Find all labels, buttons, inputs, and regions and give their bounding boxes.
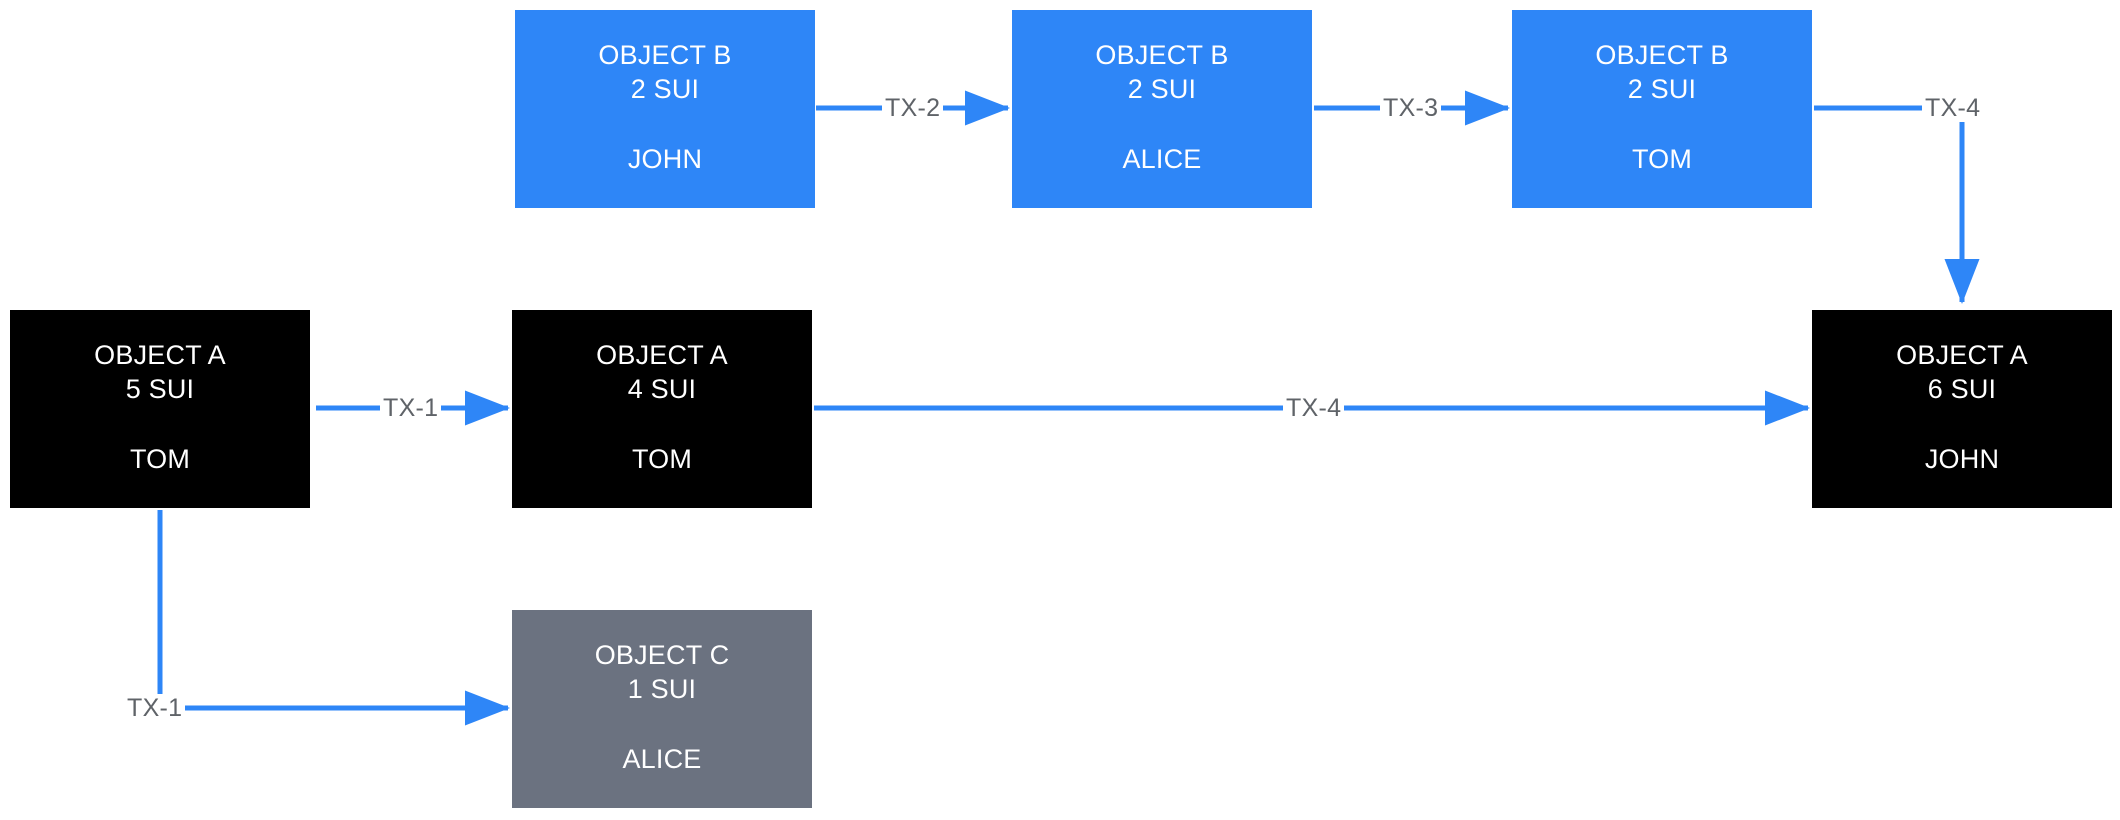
node-amount-label: 2 SUI <box>1627 74 1697 104</box>
node-amount-label: 1 SUI <box>627 674 697 704</box>
node-object-label: OBJECT B <box>598 40 732 70</box>
node-owner-label: JOHN <box>627 144 703 174</box>
node-amount-label: 5 SUI <box>125 374 195 404</box>
edge-label-tx1-down: TX-1 <box>124 694 186 722</box>
node-owner-label: JOHN <box>1924 444 2000 474</box>
node-amount-label: 2 SUI <box>630 74 700 104</box>
node-owner-label: TOM <box>129 444 191 474</box>
edge-label-tx4-middle: TX-4 <box>1283 394 1345 422</box>
node-owner-label: ALICE <box>622 744 702 774</box>
node-object-label: OBJECT A <box>1896 340 2028 370</box>
node-owner-label: TOM <box>1631 144 1693 174</box>
edge-label-tx2: TX-2 <box>882 94 944 122</box>
node-owner-label: TOM <box>631 444 693 474</box>
node-object-label: OBJECT A <box>596 340 728 370</box>
node-object-a-4sui-tom[interactable]: OBJECT A 4 SUI TOM <box>512 310 812 508</box>
node-amount-label: 2 SUI <box>1127 74 1197 104</box>
node-owner-label: ALICE <box>1122 144 1202 174</box>
edge-tx4-top <box>1814 105 1980 304</box>
node-object-a-5sui-tom[interactable]: OBJECT A 5 SUI TOM <box>10 310 310 508</box>
node-object-b-alice[interactable]: OBJECT B 2 SUI ALICE <box>1012 10 1312 208</box>
node-object-label: OBJECT B <box>1595 40 1729 70</box>
node-object-b-john[interactable]: OBJECT B 2 SUI JOHN <box>515 10 815 208</box>
node-object-label: OBJECT A <box>94 340 226 370</box>
edge-label-tx1-middle: TX-1 <box>380 394 442 422</box>
edge-tx1-down <box>157 510 510 726</box>
node-object-c-alice[interactable]: OBJECT C 1 SUI ALICE <box>512 610 812 808</box>
node-object-label: OBJECT C <box>594 640 730 670</box>
node-object-a-6sui-john[interactable]: OBJECT A 6 SUI JOHN <box>1812 310 2112 508</box>
edge-label-tx3: TX-3 <box>1380 94 1442 122</box>
node-object-b-tom[interactable]: OBJECT B 2 SUI TOM <box>1512 10 1812 208</box>
node-amount-label: 6 SUI <box>1927 374 1997 404</box>
node-amount-label: 4 SUI <box>627 374 697 404</box>
node-object-label: OBJECT B <box>1095 40 1229 70</box>
edge-label-tx4-top: TX-4 <box>1922 94 1984 122</box>
